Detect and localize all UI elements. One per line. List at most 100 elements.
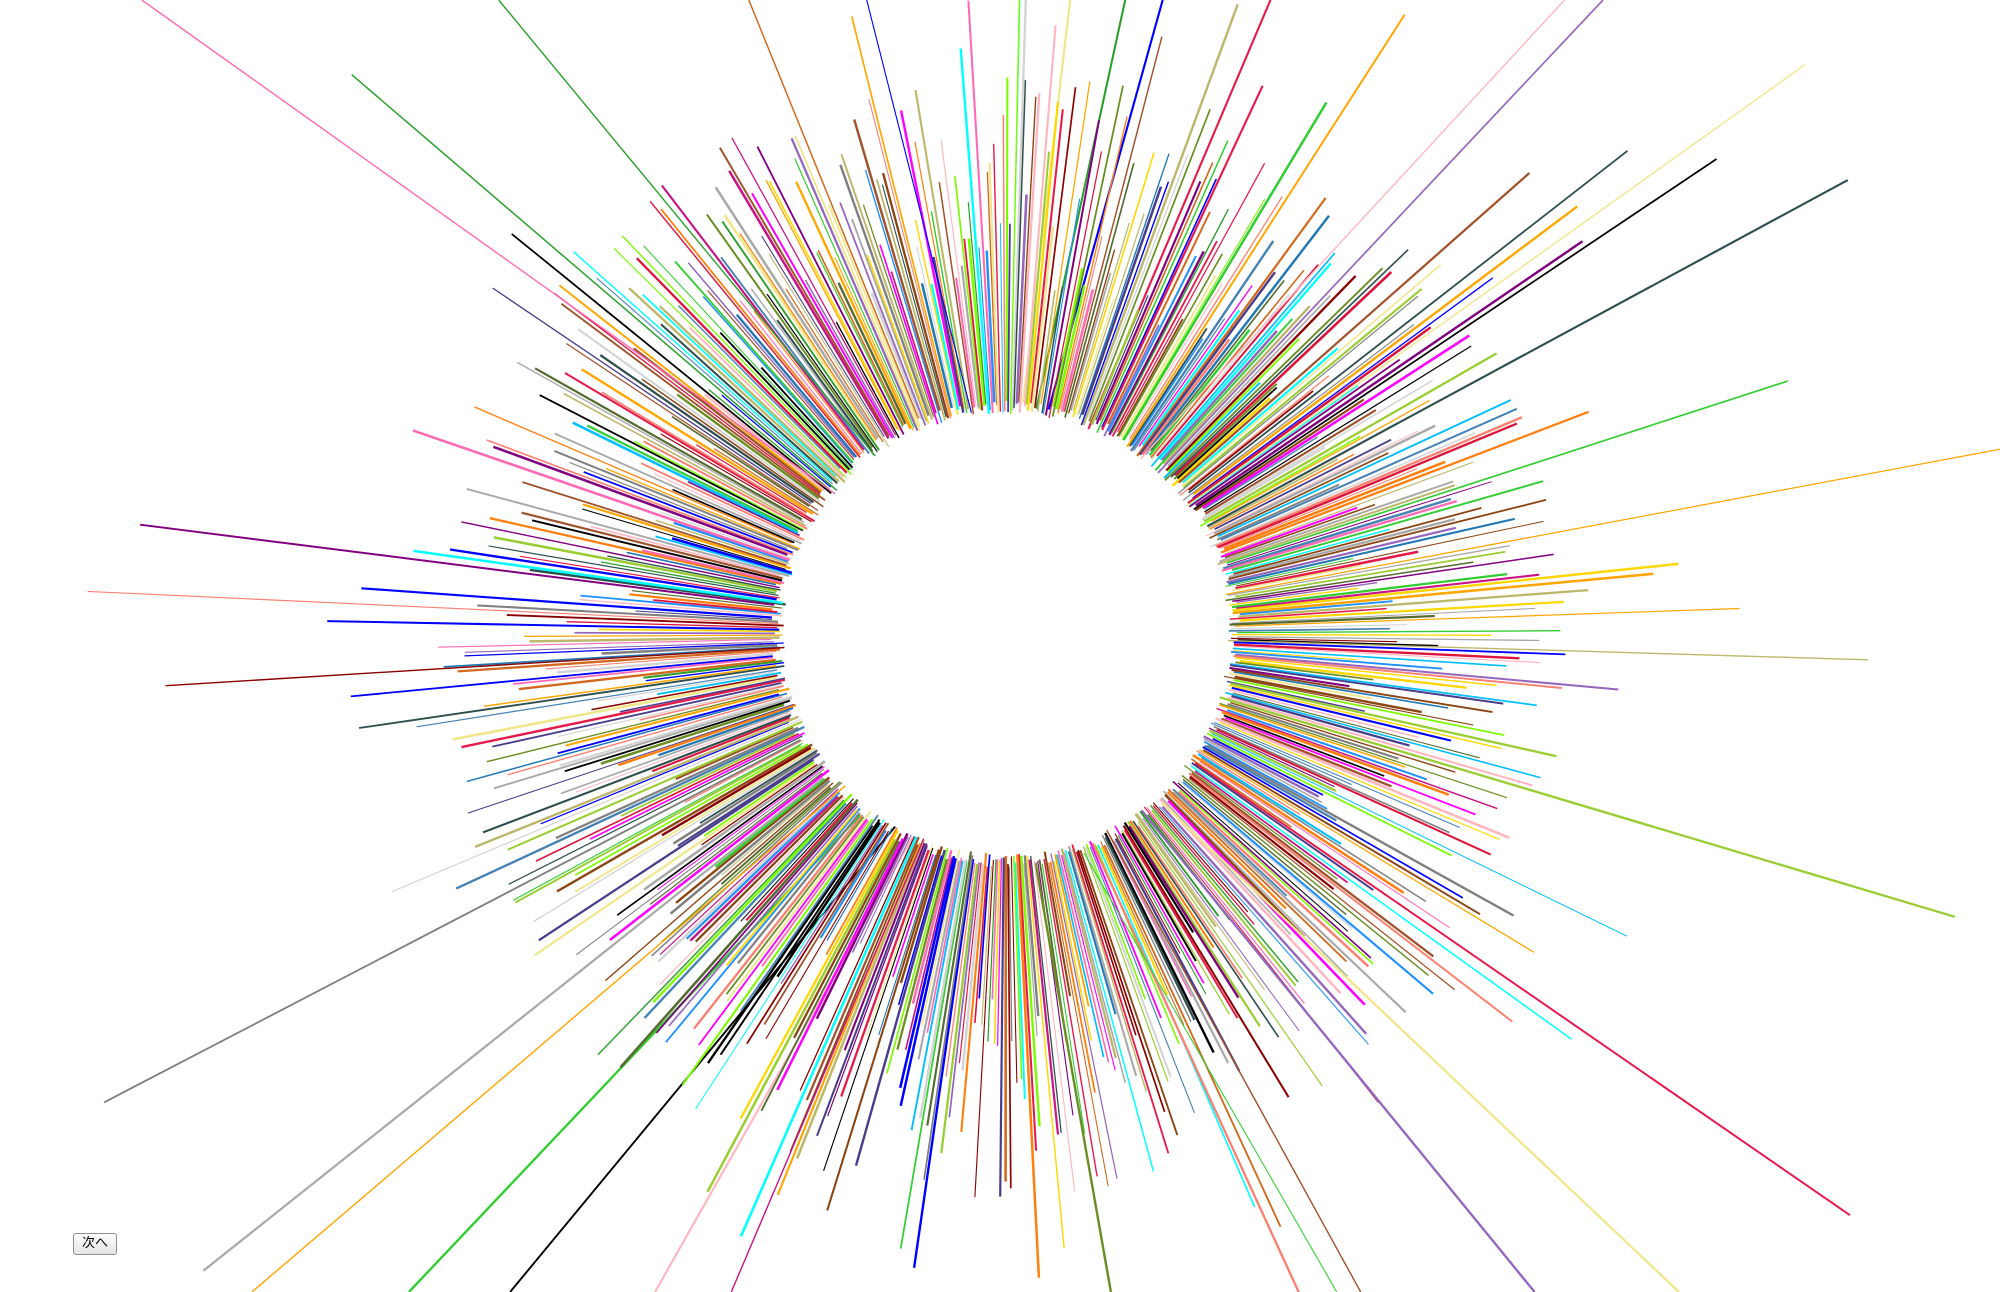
- burst-line: [1188, 772, 1513, 1023]
- burst-line: [840, 153, 934, 420]
- burst-line: [1054, 854, 1090, 1007]
- burst-line: [750, 288, 875, 456]
- burst-line: [669, 779, 831, 915]
- burst-line: [967, 0, 994, 413]
- burst-line: [1193, 205, 1578, 496]
- burst-line: [695, 444, 807, 514]
- burst-line: [687, 480, 800, 537]
- burst-line: [785, 288, 884, 443]
- burst-line: [677, 305, 841, 470]
- burst-line: [668, 805, 858, 1027]
- burst-line: [992, 143, 1002, 412]
- burst-line: [1220, 410, 1590, 554]
- burst-line: [591, 674, 778, 711]
- burst-line: [1132, 820, 1280, 1038]
- burst-line: [1150, 252, 1336, 467]
- burst-line: [1082, 846, 1169, 1082]
- burst-line: [1072, 152, 1155, 418]
- burst-line: [1234, 550, 1506, 598]
- burst-line: [575, 768, 825, 956]
- burst-line: [1087, 155, 1188, 418]
- burst-long-line: [1106, 829, 1362, 1292]
- burst-line: [826, 849, 940, 1211]
- burst-line: [655, 802, 858, 1034]
- burst-line: [675, 726, 794, 781]
- burst-line: [1222, 497, 1452, 570]
- burst-line: [1078, 153, 1170, 420]
- burst-line: [1236, 520, 1544, 587]
- burst-line: [1160, 801, 1680, 1292]
- burst-line: [1239, 600, 1564, 622]
- burst-line: [1231, 480, 1544, 571]
- burst-line: [1228, 627, 1391, 632]
- burst-line: [1134, 813, 1217, 928]
- burst-line: [1188, 390, 1314, 491]
- burst-line: [1071, 848, 1147, 1092]
- burst-line: [706, 213, 874, 449]
- burst-line: [1023, 25, 1057, 407]
- burst-line: [1141, 338, 1231, 456]
- burst-line: [655, 535, 793, 576]
- burst-line: [1139, 810, 1220, 917]
- burst-line: [483, 664, 776, 707]
- burst-line: [1107, 255, 1197, 432]
- burst-long-line: [251, 785, 846, 1292]
- burst-line: [1229, 664, 1504, 705]
- burst-line: [1152, 802, 1249, 913]
- burst-line: [761, 235, 885, 437]
- burst-line: [862, 204, 935, 418]
- burst-line: [1067, 845, 1138, 1077]
- burst-line: [554, 432, 803, 545]
- burst-line: [1229, 587, 1359, 606]
- burst-line: [1234, 675, 1422, 714]
- burst-line: [566, 621, 778, 629]
- burst-line: [555, 726, 799, 840]
- burst-line: [492, 287, 812, 505]
- burst-line: [868, 98, 951, 419]
- burst-line: [904, 857, 953, 1050]
- burst-line: [1136, 197, 1327, 457]
- burst-line: [1126, 14, 1406, 448]
- burst-line: [999, 857, 1005, 1197]
- burst-line: [776, 821, 881, 978]
- next-button[interactable]: 次へ: [73, 1233, 117, 1255]
- burst-line: [1203, 352, 1498, 523]
- burst-line: [673, 521, 789, 563]
- burst-line: [1231, 637, 1398, 643]
- burst-line: [1229, 701, 1456, 773]
- burst-line: [1209, 453, 1355, 530]
- burst-line: [529, 636, 780, 643]
- burst-line: [1215, 717, 1510, 839]
- burst-line: [518, 658, 776, 691]
- burst-line: [649, 772, 823, 905]
- burst-line: [1234, 607, 1740, 627]
- burst-line: [739, 836, 918, 1237]
- burst-line: [688, 326, 844, 478]
- burst-line: [804, 279, 896, 439]
- burst-line: [601, 391, 807, 516]
- burst-line: [642, 293, 837, 477]
- burst-line: [589, 732, 805, 840]
- burst-line: [1148, 329, 1251, 456]
- burst-line: [643, 440, 808, 530]
- burst-line: [1056, 854, 1105, 1058]
- burst-line: [1225, 448, 2000, 596]
- burst-line: [1013, 80, 1027, 408]
- burst-line: [714, 778, 826, 868]
- burst-line: [1226, 709, 1428, 781]
- burst-line: [1213, 725, 1450, 834]
- burst-line: [1018, 96, 1037, 403]
- burst-line: [616, 765, 823, 916]
- burst-line: [685, 791, 841, 940]
- burst-line: [898, 855, 956, 1089]
- burst-line: [816, 252, 904, 428]
- burst-line: [914, 219, 959, 415]
- burst-line: [519, 555, 780, 599]
- burst-line: [600, 561, 776, 594]
- burst-line: [914, 89, 970, 410]
- burst-line: [1236, 573, 1540, 610]
- burst-line: [489, 517, 782, 585]
- burst-line: [1220, 407, 1518, 541]
- burst-line: [564, 699, 791, 773]
- burst-line: [1042, 198, 1081, 415]
